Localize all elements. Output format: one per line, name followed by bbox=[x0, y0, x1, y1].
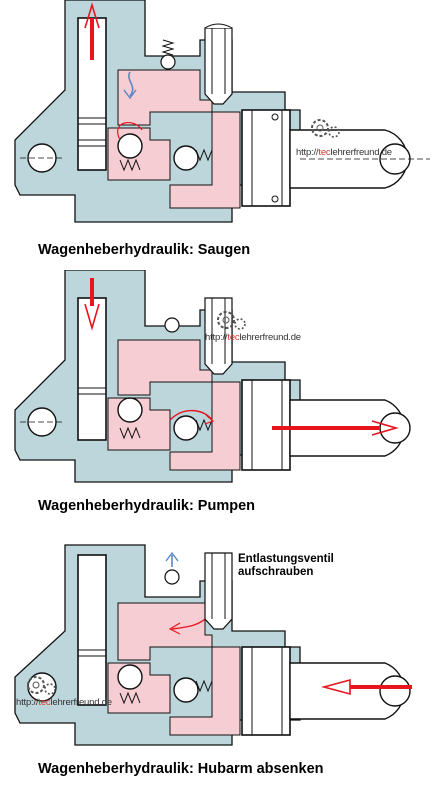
pressure-valve-ball bbox=[173, 677, 199, 703]
panel-saugen: http://teclehrerfreund.de Wagenheberhydr… bbox=[0, 0, 440, 270]
suction-valve-ball bbox=[117, 664, 143, 690]
gear-logo-icon bbox=[217, 311, 246, 330]
watermark[interactable]: http://teclehrerfreund.de bbox=[205, 332, 301, 343]
jack-diagram-pumpen bbox=[14, 270, 411, 483]
arm-pivot bbox=[379, 675, 411, 707]
suction-flow-arrow bbox=[128, 71, 134, 97]
pump-piston bbox=[77, 554, 107, 706]
valve-note-line-2: aufschrauben bbox=[238, 566, 314, 578]
pressure-valve-ball bbox=[173, 415, 199, 441]
oil-cylinder-chamber bbox=[169, 646, 241, 736]
panel-pumpen: http://teclehrerfreund.de Wagenheberhydr… bbox=[0, 270, 440, 535]
main-piston bbox=[241, 109, 291, 207]
watermark[interactable]: http://teclehrerfreund.de bbox=[16, 697, 112, 708]
caption: Wagenheberhydraulik: Pumpen bbox=[38, 498, 255, 514]
valve-note: Entlastungsventil aufschrauben bbox=[238, 553, 334, 579]
oil-cylinder-chamber bbox=[169, 111, 241, 209]
gear-logo-icon bbox=[27, 676, 56, 695]
oil-cylinder-chamber bbox=[169, 381, 241, 471]
pump-piston bbox=[77, 297, 107, 441]
jack-diagram-saugen bbox=[14, 0, 430, 223]
panel-absenken: Entlastungsventil aufschrauben http://te… bbox=[0, 535, 440, 788]
suction-valve-ball bbox=[117, 133, 143, 159]
caption: Wagenheberhydraulik: Saugen bbox=[38, 242, 251, 258]
relief-valve-screw bbox=[204, 27, 233, 105]
reservoir-valve-ball bbox=[164, 569, 180, 585]
relief-valve-screw bbox=[204, 552, 233, 630]
main-piston bbox=[241, 646, 291, 736]
caption: Wagenheberhydraulik: Hubarm absenken bbox=[38, 761, 324, 777]
gear-logo-icon bbox=[311, 119, 340, 138]
main-piston bbox=[241, 379, 291, 471]
reservoir-valve-ball bbox=[164, 317, 180, 333]
spring bbox=[161, 39, 175, 56]
jack-diagram-absenken bbox=[14, 544, 412, 746]
pressure-valve-ball bbox=[173, 145, 199, 171]
reservoir-valve-ball bbox=[160, 54, 176, 70]
suction-valve-ball bbox=[117, 397, 143, 423]
watermark[interactable]: http://teclehrerfreund.de bbox=[296, 147, 392, 158]
valve-note-line-1: Entlastungsventil bbox=[238, 553, 334, 565]
